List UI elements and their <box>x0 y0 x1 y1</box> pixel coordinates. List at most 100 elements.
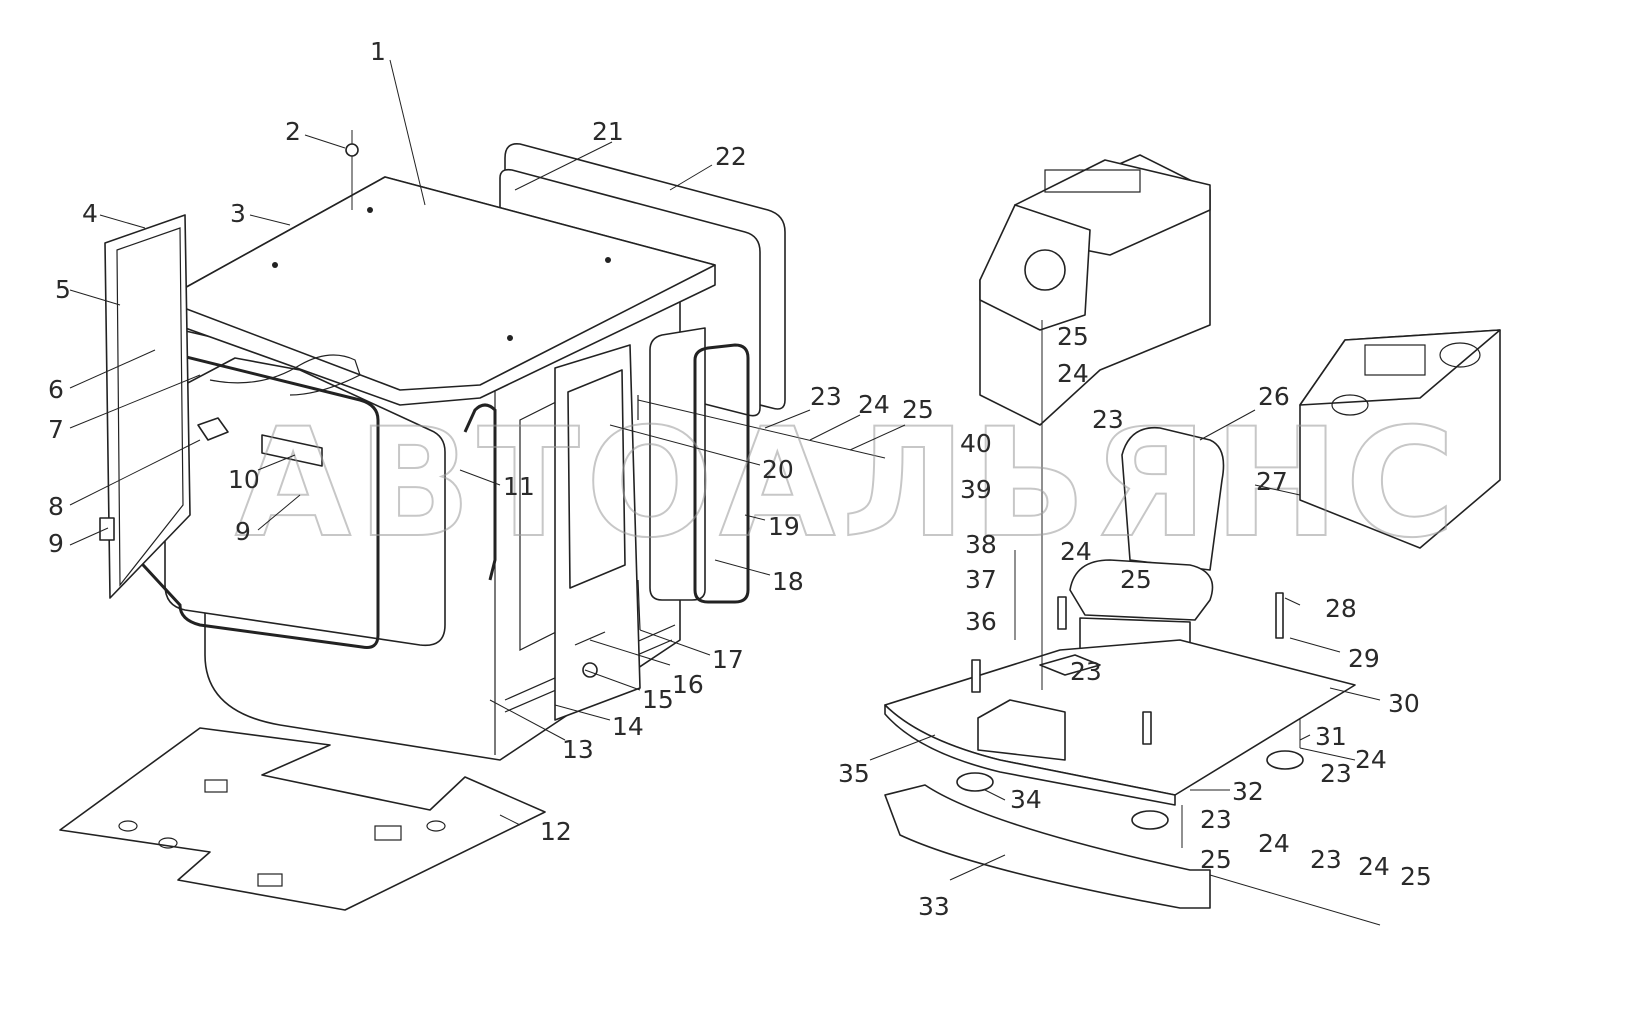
leader-line <box>69 439 201 506</box>
callout-23-a: 23 <box>810 382 842 411</box>
bolt-axis <box>1209 874 1381 926</box>
storage-box <box>1299 329 1501 549</box>
callout-23-f: 23 <box>1310 845 1342 874</box>
roof-hole <box>605 257 611 263</box>
leader-line <box>669 164 713 191</box>
mount-bolt <box>1057 596 1067 630</box>
callout-25-a: 25 <box>902 395 934 424</box>
callout-12: 12 <box>540 817 572 846</box>
rubber-mount <box>1131 810 1169 830</box>
leader-line <box>257 494 301 531</box>
leader-line <box>257 454 296 471</box>
callout-6: 6 <box>48 375 64 404</box>
leader-line <box>1289 637 1341 653</box>
door-hinge-strip <box>637 395 641 631</box>
right-door-window <box>567 369 626 589</box>
callout-27: 27 <box>1256 467 1288 496</box>
seat-cushion <box>1069 559 1214 621</box>
callout-24-b: 24 <box>1057 359 1089 388</box>
callout-8: 8 <box>48 492 64 521</box>
callout-28: 28 <box>1325 594 1357 623</box>
callout-40: 40 <box>960 429 992 458</box>
callout-35: 35 <box>838 759 870 788</box>
callout-7: 7 <box>48 415 64 444</box>
leader-line <box>869 734 936 761</box>
roof-hole <box>507 335 513 341</box>
callout-labels: 1 2 3 4 5 6 7 8 9 9 10 11 12 13 14 15 16… <box>48 37 1432 921</box>
leader-line <box>849 424 906 451</box>
leader-line <box>514 141 613 191</box>
front-windshield <box>164 357 446 647</box>
leader-line <box>99 214 146 229</box>
cup-holder <box>1331 394 1369 416</box>
callout-13: 13 <box>562 735 594 764</box>
callout-34: 34 <box>1010 785 1042 814</box>
watermark: АВТОАЛЬЯНС <box>235 397 1461 571</box>
side-handrail <box>463 403 497 581</box>
leader-line <box>1299 747 1356 761</box>
mount-bolt <box>1275 592 1284 639</box>
callout-9-mid: 9 <box>235 517 251 546</box>
callout-14: 14 <box>612 712 644 741</box>
callout-37: 37 <box>965 565 997 594</box>
cup-holder <box>1439 342 1481 368</box>
callout-10: 10 <box>228 465 260 494</box>
leader-line <box>609 424 761 466</box>
leader-line <box>499 814 521 826</box>
rubber-mount <box>956 772 994 792</box>
floor-mount-bracket <box>1039 654 1101 676</box>
door-hinge <box>99 517 115 541</box>
storage-box-top <box>1299 329 1501 406</box>
callout-29: 29 <box>1348 644 1380 673</box>
leader-line <box>459 469 501 486</box>
callout-36: 36 <box>965 607 997 636</box>
seat-back <box>1121 426 1225 571</box>
callout-24-a: 24 <box>858 390 890 419</box>
callout-26: 26 <box>1258 382 1290 411</box>
leader-line <box>69 374 201 429</box>
rubber-mount <box>1266 750 1304 770</box>
callout-2: 2 <box>285 117 301 146</box>
leader-line <box>249 214 291 226</box>
callout-20: 20 <box>762 455 794 484</box>
leader-line <box>1299 734 1311 741</box>
callout-22: 22 <box>715 142 747 171</box>
leader-line <box>1284 597 1301 606</box>
leader-line <box>984 789 1006 801</box>
callout-23-b: 23 <box>1092 405 1124 434</box>
cab-floor-plate <box>884 639 1356 806</box>
wiper-motor-cover <box>261 434 323 467</box>
callout-11: 11 <box>503 472 535 501</box>
callout-4: 4 <box>82 199 98 228</box>
leader-line <box>809 414 861 441</box>
storage-tray <box>1364 344 1426 376</box>
left-door-glass <box>116 227 184 587</box>
mount-bolt <box>1142 711 1152 745</box>
leader-line <box>1329 687 1381 701</box>
mirror-bracket <box>197 417 229 441</box>
pedal-housing <box>977 699 1066 761</box>
callout-17: 17 <box>712 645 744 674</box>
callout-25-c: 25 <box>1120 565 1152 594</box>
leader-line <box>744 514 766 521</box>
callout-23-d: 23 <box>1320 759 1352 788</box>
roof-hole <box>272 262 278 268</box>
leader-line <box>584 669 641 691</box>
control-console <box>979 154 1211 426</box>
callout-23-e: 23 <box>1200 805 1232 834</box>
mount-bolt <box>971 659 981 693</box>
callout-32: 32 <box>1232 777 1264 806</box>
mat-hole <box>374 825 402 841</box>
lifting-eye <box>345 143 359 157</box>
switch-panel <box>1044 169 1141 193</box>
callout-24-e: 24 <box>1258 829 1290 858</box>
leader-lines <box>69 59 1381 881</box>
floor-mat-holes <box>118 779 446 887</box>
callout-23-c: 23 <box>1070 657 1102 686</box>
callout-38: 38 <box>965 530 997 559</box>
leader-line <box>69 289 121 306</box>
floor-plate <box>884 639 1356 796</box>
console-gauge <box>1024 249 1066 291</box>
leader-line <box>589 639 671 666</box>
